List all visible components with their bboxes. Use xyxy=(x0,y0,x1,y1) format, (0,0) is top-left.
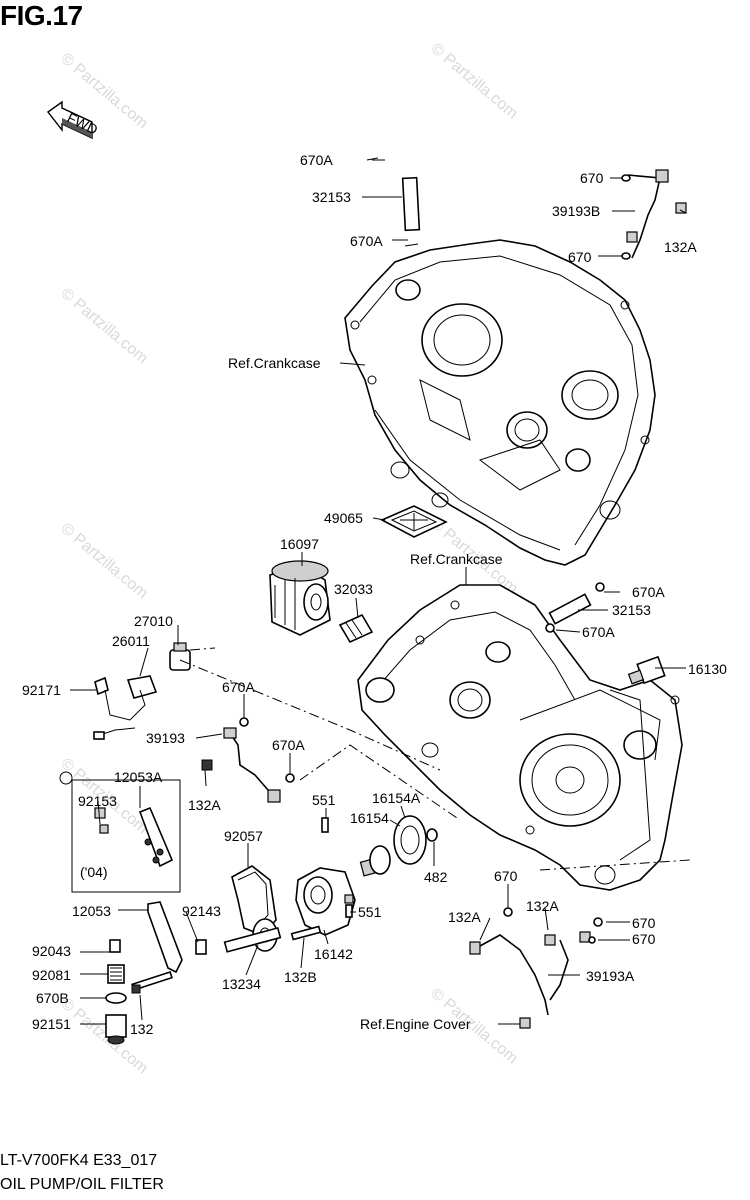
label-670a: 670A xyxy=(222,679,255,695)
inset-04 xyxy=(59,771,181,893)
label-ref-crankcase: Ref.Crankcase xyxy=(228,355,321,371)
label-551: 551 xyxy=(358,904,382,920)
oil-pipe-39193b xyxy=(621,169,687,260)
figure-title: FIG.17 xyxy=(0,0,83,31)
label-12053a: 12053A xyxy=(114,769,163,785)
label-132a: 132A xyxy=(448,909,481,925)
label-670: 670 xyxy=(632,931,656,947)
label-92081: 92081 xyxy=(32,967,71,983)
label-132a: 132A xyxy=(664,239,697,255)
oil-pipe-39193a xyxy=(469,907,603,1029)
label-16154: 16154 xyxy=(350,810,389,826)
label-132a: 132A xyxy=(188,797,221,813)
chain-tensioner xyxy=(105,901,322,1045)
label-32153: 32153 xyxy=(312,189,351,205)
label-670a: 670A xyxy=(300,152,333,168)
label-92171: 92171 xyxy=(22,682,61,698)
label-16097: 16097 xyxy=(280,536,319,552)
label-670: 670 xyxy=(568,249,592,265)
oil-pipe-39193 xyxy=(201,717,295,803)
label-ref-crankcase: Ref.Crankcase xyxy=(410,551,503,567)
label-32153: 32153 xyxy=(612,602,651,618)
label-16142: 16142 xyxy=(314,946,353,962)
label-92043: 92043 xyxy=(32,943,71,959)
leader-lines xyxy=(70,159,687,1025)
label-551: 551 xyxy=(312,792,336,808)
label-13234: 13234 xyxy=(222,976,261,992)
label-670a: 670A xyxy=(350,233,383,249)
oil-sensor-assembly xyxy=(93,642,191,740)
label-482: 482 xyxy=(424,869,448,885)
part-labels: 670A 32153 670A 670 39193B 132A 670 Ref.… xyxy=(22,152,727,1037)
watermark: © Partzilla.com xyxy=(57,520,151,602)
label-132a: 132A xyxy=(526,898,559,914)
dowel-pins-551 xyxy=(321,817,354,918)
label-92057: 92057 xyxy=(224,828,263,844)
strainer-49065 xyxy=(380,505,448,538)
label-670: 670 xyxy=(494,868,518,884)
relief-valve-32033 xyxy=(338,613,374,644)
label-92153: 92153 xyxy=(78,793,117,809)
label-26011: 26011 xyxy=(112,633,150,649)
label-32033: 32033 xyxy=(334,581,373,597)
label-12053: 12053 xyxy=(72,903,111,919)
label-92151: 92151 xyxy=(32,1016,71,1032)
reference-lines xyxy=(179,647,691,871)
lower-crankcase xyxy=(357,584,683,891)
label-16130: 16130 xyxy=(688,661,727,677)
rotor-16154a xyxy=(369,845,391,875)
label-39193a: 39193A xyxy=(586,968,635,984)
drive-chain-92057 xyxy=(223,865,282,953)
label-39193: 39193 xyxy=(146,730,185,746)
pipe-32153-top xyxy=(366,157,421,247)
label-670: 670 xyxy=(580,170,604,186)
oil-pump-gasket xyxy=(393,815,438,865)
label-670b: 670B xyxy=(36,990,69,1006)
diagram-caption: OIL PUMP/OIL FILTER xyxy=(0,1176,164,1193)
label-ref-engine-cover: Ref.Engine Cover xyxy=(360,1016,471,1032)
upper-crankcase xyxy=(344,239,656,566)
model-code: LT-V700FK4 E33_017 xyxy=(0,1152,158,1169)
watermark: © Partzilla.com xyxy=(427,40,521,122)
label-670: 670 xyxy=(632,915,656,931)
label-27010: 27010 xyxy=(134,613,173,629)
label-132: 132 xyxy=(130,1021,154,1037)
label-670a: 670A xyxy=(272,737,305,753)
label-92143: 92143 xyxy=(182,903,221,919)
pipe-32153-right xyxy=(545,582,605,633)
oil-pressure-switch-16130 xyxy=(627,655,666,685)
label-04: ('04) xyxy=(80,864,108,880)
label-132b: 132B xyxy=(284,969,317,985)
oil-pump-16142 xyxy=(295,857,381,936)
fwd-arrow-icon: FWD xyxy=(46,100,100,140)
label-39193b: 39193B xyxy=(552,203,600,219)
label-49065: 49065 xyxy=(324,510,363,526)
label-670a: 670A xyxy=(582,624,615,640)
label-16154a: 16154A xyxy=(372,790,421,806)
watermark: © Partzilla.com xyxy=(57,285,151,367)
label-670a: 670A xyxy=(632,584,665,600)
oil-filter-16097 xyxy=(269,560,331,636)
